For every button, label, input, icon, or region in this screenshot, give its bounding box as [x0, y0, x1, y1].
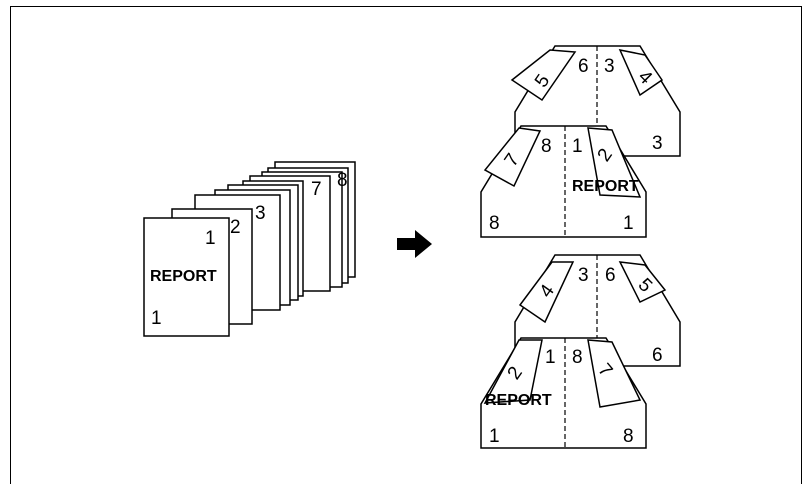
booklet-b: 3 6 4 5 6 1 8 2 7 REPORT 1 8 — [480, 254, 681, 449]
booklet-a-upper-top-right: 3 — [604, 56, 615, 77]
stack-page-1 — [143, 217, 230, 337]
booklet-b-lower-title: REPORT — [485, 392, 552, 409]
booklet-a-upper-bottom-right: 3 — [652, 133, 663, 154]
stack-num-3: 3 — [255, 203, 266, 224]
stack-num-1-top: 1 — [205, 228, 216, 249]
booklet-a-lower-top-right: 1 — [572, 136, 583, 157]
booklet-a-lower-top-left: 8 — [541, 136, 552, 157]
booklet-b-upper-bottom-right: 6 — [652, 345, 663, 366]
booklet-a-upper-top-left: 6 — [578, 56, 589, 77]
booklet-a-lower-sheet: 8 1 7 2 REPORT 8 1 — [480, 125, 647, 238]
stack-num-8: 8 — [337, 170, 348, 191]
diagram-frame — [10, 6, 802, 484]
stack-num-2: 2 — [230, 217, 241, 238]
stack-num-1-bottom: 1 — [151, 308, 162, 329]
stack-num-7: 7 — [311, 179, 322, 200]
booklet-b-lower-bottom-left: 1 — [489, 426, 500, 447]
right-arrow-icon — [397, 230, 432, 258]
booklet-b-lower-top-right: 8 — [572, 347, 583, 368]
booklet-b-upper-top-right: 6 — [605, 265, 616, 286]
page-stack: 8 7 3 2 1 REPORT 1 — [143, 161, 356, 337]
booklet-b-lower-bottom-right: 8 — [623, 426, 634, 447]
booklet-a-lower-bottom-left: 8 — [489, 213, 500, 234]
booklet-b-lower-top-left: 1 — [545, 347, 556, 368]
booklet-b-upper-top-left: 3 — [578, 265, 589, 286]
stack-cover-title: REPORT — [150, 268, 217, 285]
booklet-a: 6 3 5 4 3 8 1 7 2 REPORT 8 1 — [480, 45, 681, 238]
booklet-b-lower-sheet: 1 8 2 7 REPORT 1 8 — [480, 337, 647, 449]
booklet-a-lower-title: REPORT — [572, 178, 639, 195]
booklet-a-lower-bottom-right: 1 — [623, 213, 634, 234]
